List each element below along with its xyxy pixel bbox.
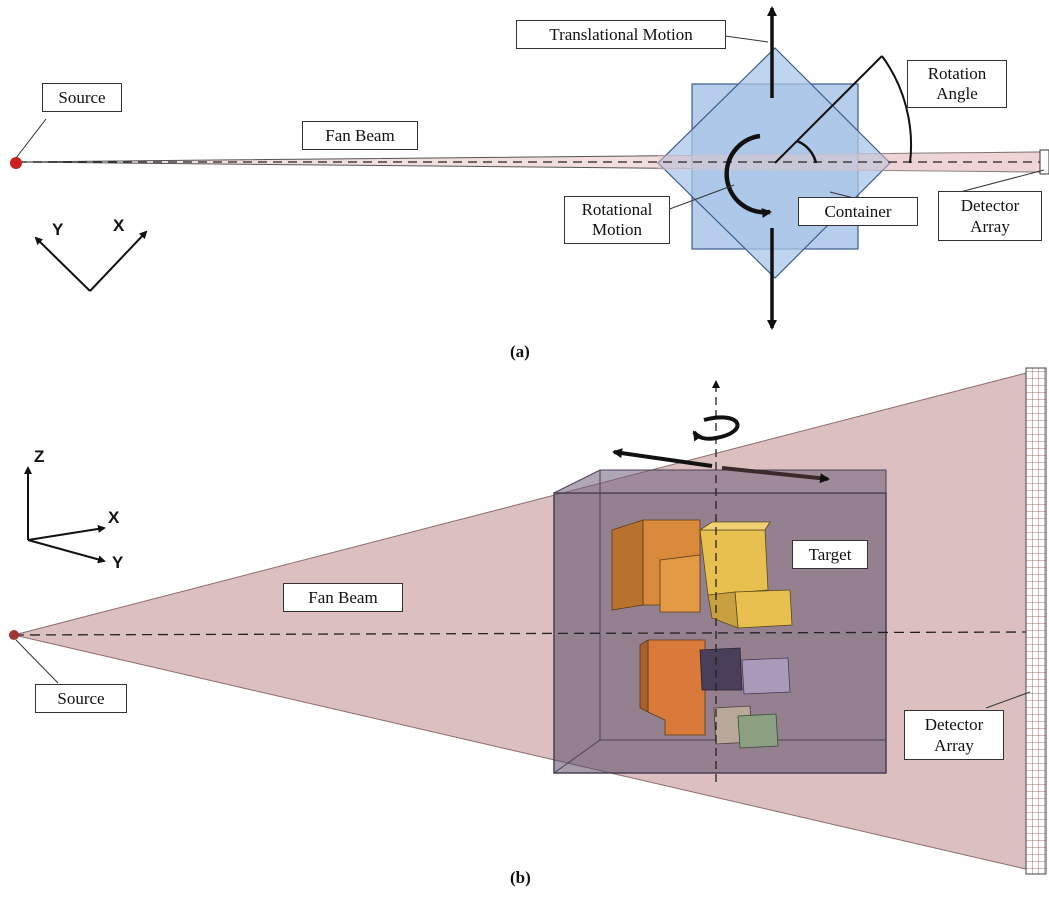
target-cubes-lower <box>639 639 791 749</box>
translation-arrow-right-b <box>721 466 830 484</box>
label-rotational-motion-line2: Motion <box>591 220 643 239</box>
rotation-angle-ray <box>774 55 883 164</box>
caption-b: (b) <box>510 868 531 887</box>
label-rotational-motion: Rotational Motion <box>564 196 670 244</box>
source-dot-b <box>9 630 19 640</box>
axis-label-y-a: Y <box>52 220 64 239</box>
source-dot-a <box>10 157 22 169</box>
label-detector-array-b-line2: Array <box>934 736 974 755</box>
axis-y-arrow-b <box>27 539 106 564</box>
caption-a: (a) <box>510 342 530 361</box>
axis-x-arrow-a <box>89 230 148 292</box>
label-rotation-angle-line2: Angle <box>936 84 978 103</box>
label-detector-array-a-line1: Detector <box>960 196 1020 215</box>
panel-a <box>10 6 1049 330</box>
translation-arrow-left-b <box>612 448 713 468</box>
label-target: Target <box>792 540 868 569</box>
label-detector-array-b-line1: Detector <box>924 715 984 734</box>
label-detector-array-a: Detector Array <box>938 191 1042 241</box>
label-rotation-angle-line1: Rotation <box>927 64 987 83</box>
label-rotation-angle: Rotation Angle <box>907 60 1007 108</box>
rotational-motion-arrow <box>724 133 772 218</box>
label-detector-array-b: Detector Array <box>904 710 1004 760</box>
callout-detector-a <box>959 169 1045 193</box>
label-translational-motion: Translational Motion <box>516 20 726 49</box>
callout-source-b <box>15 639 59 684</box>
label-fan-beam-a: Fan Beam <box>302 121 418 150</box>
beam-centerline-b <box>13 631 1031 636</box>
rotation-angle-arc-small <box>796 139 818 164</box>
axis-label-x-a: X <box>113 216 125 235</box>
axis-label-y-b: Y <box>112 553 124 572</box>
panel-b <box>9 367 1047 875</box>
label-fan-beam-b: Fan Beam <box>283 583 403 612</box>
callout-source-a <box>15 118 47 159</box>
rotation-arrow-b <box>692 415 740 442</box>
label-rotational-motion-line1: Rotational <box>581 200 653 219</box>
callout-translational <box>724 35 769 43</box>
target-cubes-upper <box>611 519 793 629</box>
target-box-inner-diag <box>553 739 601 774</box>
label-source-a: Source <box>42 83 122 112</box>
axis-y-arrow-a <box>34 236 91 292</box>
axis-x-arrow-b <box>27 524 106 541</box>
rotation-angle-arc-large <box>881 55 913 164</box>
target-box-top <box>553 469 887 494</box>
label-detector-array-a-line2: Array <box>970 217 1010 236</box>
label-container: Container <box>798 197 918 226</box>
label-source-b: Source <box>35 684 127 713</box>
callout-rotational <box>666 184 735 211</box>
axis-label-z-b: Z <box>34 447 45 466</box>
axis-label-x-b: X <box>108 508 120 527</box>
callout-detector-b <box>985 691 1031 709</box>
detector-array-b <box>1025 367 1047 875</box>
detector-array-a <box>1039 149 1049 175</box>
